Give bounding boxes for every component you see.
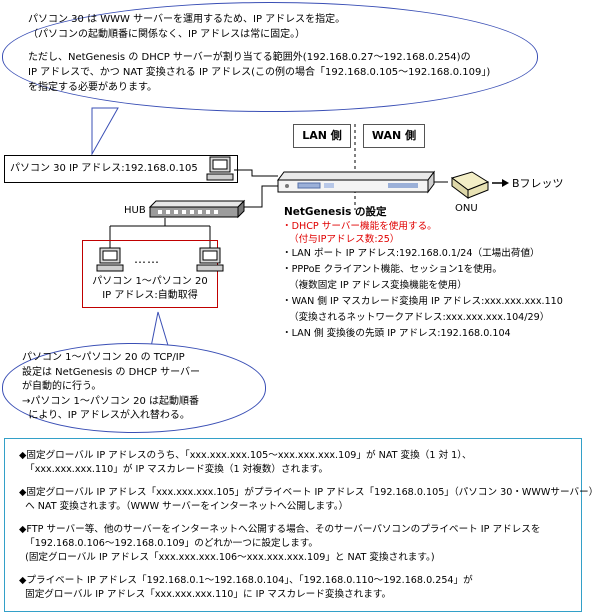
settings-item: （変換されるネットワークアドレス:xxx.xxx.xxx.104/29） (289, 312, 550, 323)
note-4: ◆プライベート IP アドレス「192.168.0.1～192.168.0.10… (19, 574, 473, 602)
hub-router-cable (244, 185, 278, 208)
settings-item: ・PPPoE クライアント機能、セッション1を使用。 (282, 264, 502, 275)
settings-title: NetGenesis の設定 (284, 206, 387, 218)
pc1-computer-icon (96, 247, 124, 272)
settings-item: ・DHCP サーバー機能を使用する。 (282, 221, 437, 232)
settings-item: （複数固定 IP アドレス変換機能を使用） (289, 280, 467, 291)
note-line: 「192.168.0.106～192.168.0.109」のどれか一つに設定しま… (19, 538, 319, 549)
bottom-bubble-line: パソコン 1～パソコン 20 の TCP/IP (22, 352, 185, 363)
pc-group-label-2: IP アドレス:自動取得 (102, 290, 198, 301)
note-line: 「xxx.xxx.xxx.110」が IP マスカレード変換（1 対複数）されま… (19, 464, 329, 475)
note-line: ◆固定グローバル IP アドレス「xxx.xxx.xxx.105」がプライベート… (19, 487, 598, 498)
top-speech-bubble (2, 2, 538, 112)
top-bubble-line: を指定する必要があります。 (28, 82, 157, 93)
settings-item: ・LAN ポート IP アドレス:192.168.0.1/24（工場出荷値） (282, 248, 540, 259)
note-line: ◆FTP サーバー等、他のサーバーをインターネットへ公開する場合、そのサーバーパ… (19, 524, 541, 535)
pc20-computer-icon (196, 247, 224, 272)
wan-side-label: WAN 側 (363, 124, 425, 148)
bottom-bubble-line: 設定は NetGenesis の DHCP サーバー (22, 366, 200, 378)
settings-item: ・WAN 側 IP マスカレード変換用 IP アドレス:xxx.xxx.xxx.… (282, 296, 563, 307)
pc30-label: パソコン 30 IP アドレス:192.168.0.105 (10, 163, 198, 174)
pc-group-box (82, 240, 218, 308)
bottom-bubble-line: により、IP アドレスが入れ替わる。 (22, 410, 190, 421)
pc30-computer-icon (206, 156, 234, 181)
hub-label: HUB (124, 205, 146, 216)
settings-item: （付与IPアドレス数:25） (289, 234, 400, 245)
arrow-right-icon (492, 179, 509, 187)
bflets-label: Bフレッツ (512, 177, 564, 190)
netgenesis-settings: NetGenesis の設定 ・DHCP サーバー機能を使用する。 （付与IPア… (282, 205, 563, 342)
network-diagram-lines (91, 107, 448, 353)
top-bubble-tail (91, 107, 119, 156)
note-line: ◆プライベート IP アドレス「192.168.0.1～192.168.0.10… (19, 575, 473, 586)
onu-label: ONU (455, 203, 478, 214)
top-bubble-text: パソコン 30 は WWW サーバーを運用するため、IP アドレスを指定。 （パ… (28, 12, 490, 95)
pc30-box (4, 155, 238, 183)
top-bubble-line: （パソコンの起動順番に関係なく、IP アドレスは常に固定。） (28, 29, 306, 40)
lan-side-label: LAN 側 (293, 124, 351, 148)
bottom-bubble-line: →パソコン 1～パソコン 20 は起動順番 (22, 395, 200, 407)
note-2: ◆固定グローバル IP アドレス「xxx.xxx.xxx.105」がプライベート… (19, 486, 598, 514)
note-line: (固定グローバル IP アドレス「xxx.xxx.xxx.106～xxx.xxx… (19, 552, 435, 563)
note-line: へ NAT 変換されます。（WWW サーバーをインターネットへ公開します。） (19, 501, 349, 512)
pc-group-label-1: パソコン 1～パソコン 20 (92, 276, 208, 287)
bottom-speech-bubble (2, 343, 266, 433)
note-1: ◆固定グローバル IP アドレスのうち、「xxx.xxx.xxx.105～xxx… (19, 449, 472, 477)
pc-group-labels: パソコン 1～パソコン 20 IP アドレス:自動取得 (82, 275, 218, 303)
bottom-bubble-line: が自動的に行う。 (22, 381, 102, 392)
note-3: ◆FTP サーバー等、他のサーバーをインターネットへ公開する場合、そのサーバーパ… (19, 523, 540, 565)
onu-device-icon (450, 171, 490, 199)
top-bubble-line: ただし、NetGenesis の DHCP サーバーが割り当てる範囲外(192.… (28, 52, 471, 63)
bottom-bubble-text: パソコン 1～パソコン 20 の TCP/IP 設定は NetGenesis の… (22, 351, 200, 424)
settings-item: ・LAN 側 変換後の先頭 IP アドレス:192.168.0.104 (282, 328, 511, 339)
pc30-router-cable (234, 169, 278, 177)
top-bubble-line: パソコン 30 は WWW サーバーを運用するため、IP アドレスを指定。 (28, 14, 346, 25)
hub-device-icon (148, 199, 246, 219)
top-bubble-line: IP アドレスで、かつ NAT 変換される IP アドレス(この例の場合「192… (28, 67, 491, 78)
notes-panel: ◆固定グローバル IP アドレスのうち、「xxx.xxx.xxx.105～xxx… (4, 438, 598, 612)
netgenesis-router-icon (277, 170, 435, 194)
note-line: 固定グローバル IP アドレス「xxx.xxx.xxx.110」に IP マスカ… (19, 589, 392, 600)
note-line: ◆固定グローバル IP アドレスのうち、「xxx.xxx.xxx.105～xxx… (19, 450, 472, 461)
pc-group-ellipsis: …… (134, 252, 160, 266)
